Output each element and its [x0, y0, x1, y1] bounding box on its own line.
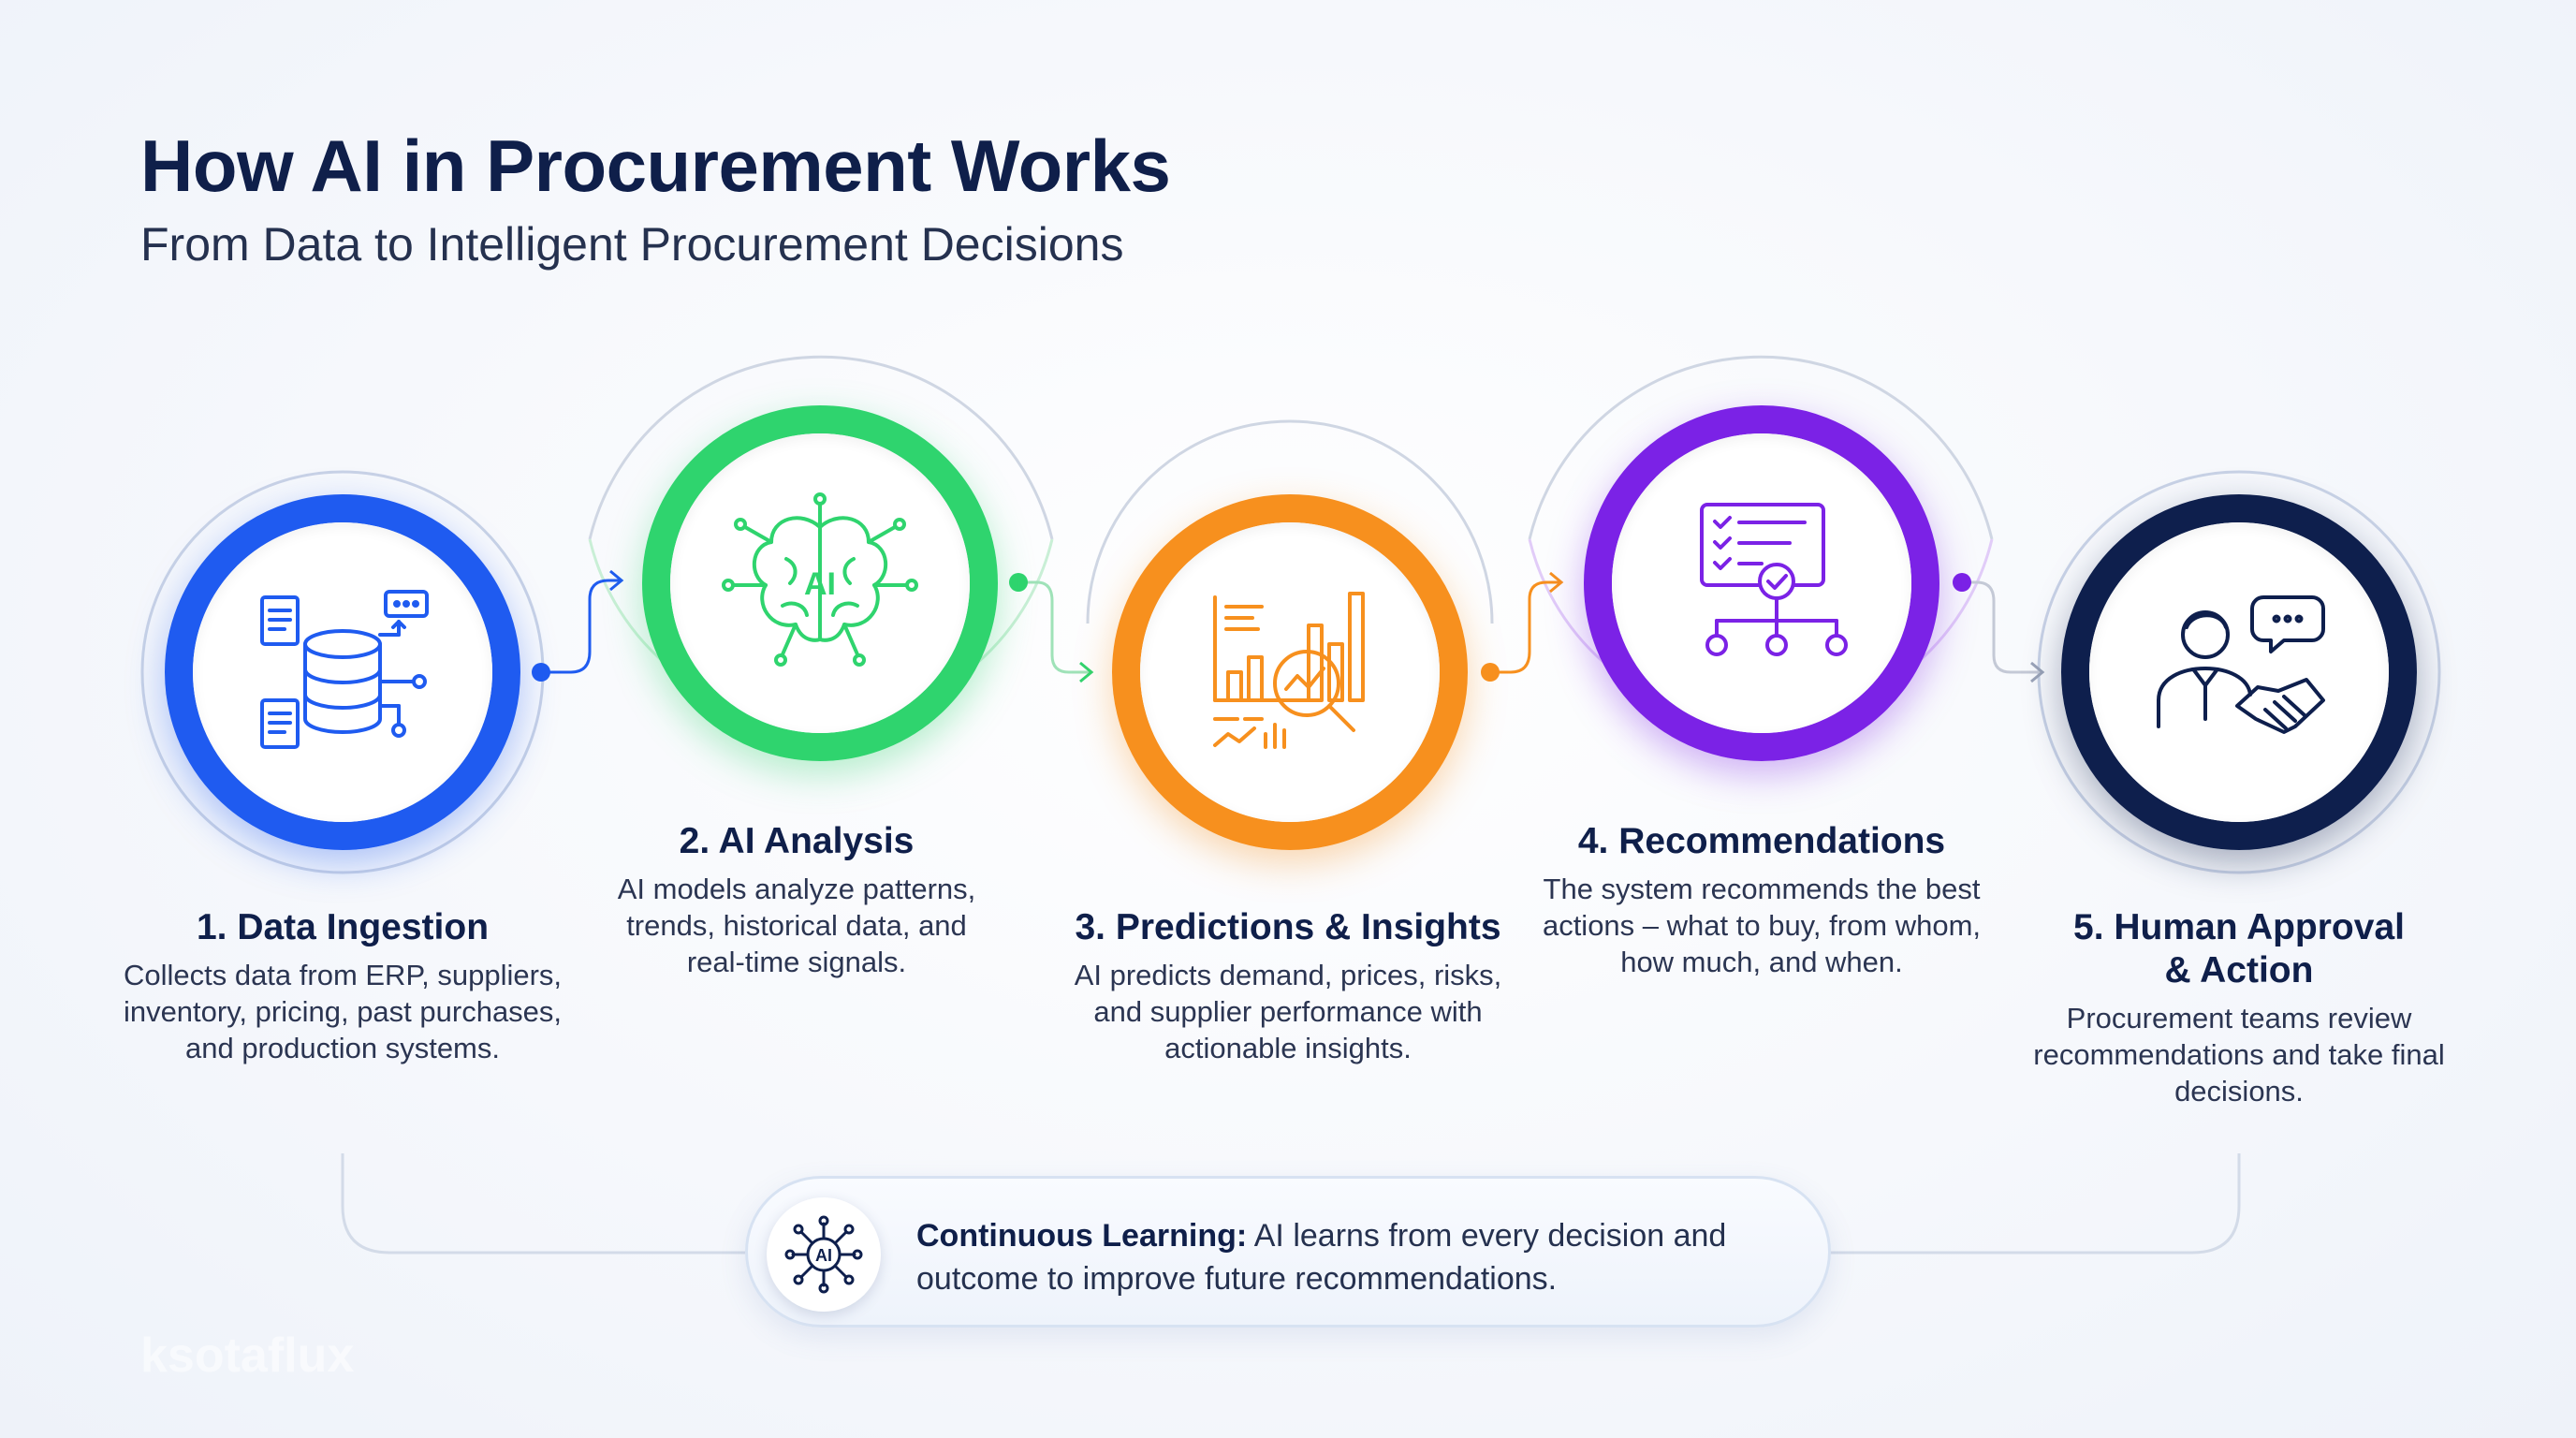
handshake-person-icon [2157, 595, 2325, 734]
connector-2-3 [1018, 580, 1090, 674]
ai-brain-icon: AI [722, 492, 918, 667]
learning-text: Continuous Learning: AI learns from ever… [916, 1214, 1815, 1300]
connector-4-5 [1962, 580, 2041, 674]
step-3-ring [1112, 494, 1468, 850]
connector-1-dot [532, 663, 550, 682]
step-1-title: 1. Data Ingestion [196, 907, 490, 947]
step-1-icon-holder [193, 522, 492, 822]
connector-2-dot [1009, 573, 1028, 592]
connector-1-2 [541, 579, 620, 674]
watermark: ksotaflux [140, 1328, 355, 1383]
step-5-title: 5. Human Approval & Action [2073, 907, 2405, 990]
step-3-icon-holder [1140, 522, 1440, 822]
step-5-icon-holder [2089, 522, 2389, 822]
step-3-label: 3. Predictions & Insights AI predicts de… [1068, 906, 1508, 1066]
database-icon [260, 590, 429, 749]
step-5-description: Procurement teams review recommendations… [2033, 1002, 2445, 1108]
step-4-title: 4. Recommendations [1577, 821, 1946, 861]
learning-description: AI learns from every decision and outcom… [916, 1218, 1727, 1297]
ai-network-icon: AI [784, 1215, 863, 1294]
step-4-ring [1584, 405, 1939, 761]
loop-right [1831, 1153, 2241, 1255]
step-2-ring: AI [642, 405, 998, 761]
connector-4-arrow [2030, 661, 2045, 683]
continuous-learning-panel: AI Continuous Learning: AI learns from e… [745, 1176, 1831, 1328]
learning-badge: AI [767, 1197, 881, 1312]
step-1-label: 1. Data Ingestion Collects data from ERP… [123, 906, 563, 1066]
step-1-description: Collects data from ERP, suppliers, inven… [123, 959, 563, 1064]
connector-3-4 [1490, 580, 1559, 674]
connector-3-dot [1481, 663, 1500, 682]
connector-3-arrow [1549, 571, 1564, 594]
arc-step-4-outer [1528, 355, 1994, 540]
ai-network-text: AI [815, 1246, 832, 1265]
page-subtitle: From Data to Intelligent Procurement Dec… [140, 218, 1124, 271]
step-4-icon-holder [1612, 433, 1911, 733]
connector-4-dot [1953, 573, 1971, 592]
loop-left [341, 1153, 745, 1255]
step-2-title: 2. AI Analysis [679, 821, 915, 861]
step-1-ring [165, 494, 520, 850]
chart-magnifier-icon [1213, 592, 1365, 749]
connector-2-arrow [1079, 661, 1094, 683]
step-5-label: 5. Human Approval & Action Procurement t… [2019, 906, 2459, 1109]
step-3-title: 3. Predictions & Insights [1075, 907, 1501, 947]
step-5-ring [2061, 494, 2417, 850]
step-4-description: The system recommends the best actions –… [1542, 873, 1982, 978]
step-2-icon-holder: AI [670, 433, 970, 733]
step-4-label: 4. Recommendations The system recommends… [1542, 820, 1982, 980]
learning-label: Continuous Learning: [916, 1218, 1248, 1254]
step-3-description: AI predicts demand, prices, risks, and s… [1074, 959, 1502, 1064]
connector-1-arrow [609, 569, 624, 592]
step-2-description: AI models analyze patterns, trends, hist… [617, 873, 976, 978]
arc-step-2-outer [588, 355, 1054, 540]
step-2-label: 2. AI Analysis AI models analyze pattern… [600, 820, 993, 980]
page-title: How AI in Procurement Works [140, 125, 1171, 207]
checklist-hierarchy-icon [1700, 503, 1848, 656]
arc-step-3-top [1086, 419, 1494, 624]
ai-brain-text: AI [804, 566, 836, 602]
